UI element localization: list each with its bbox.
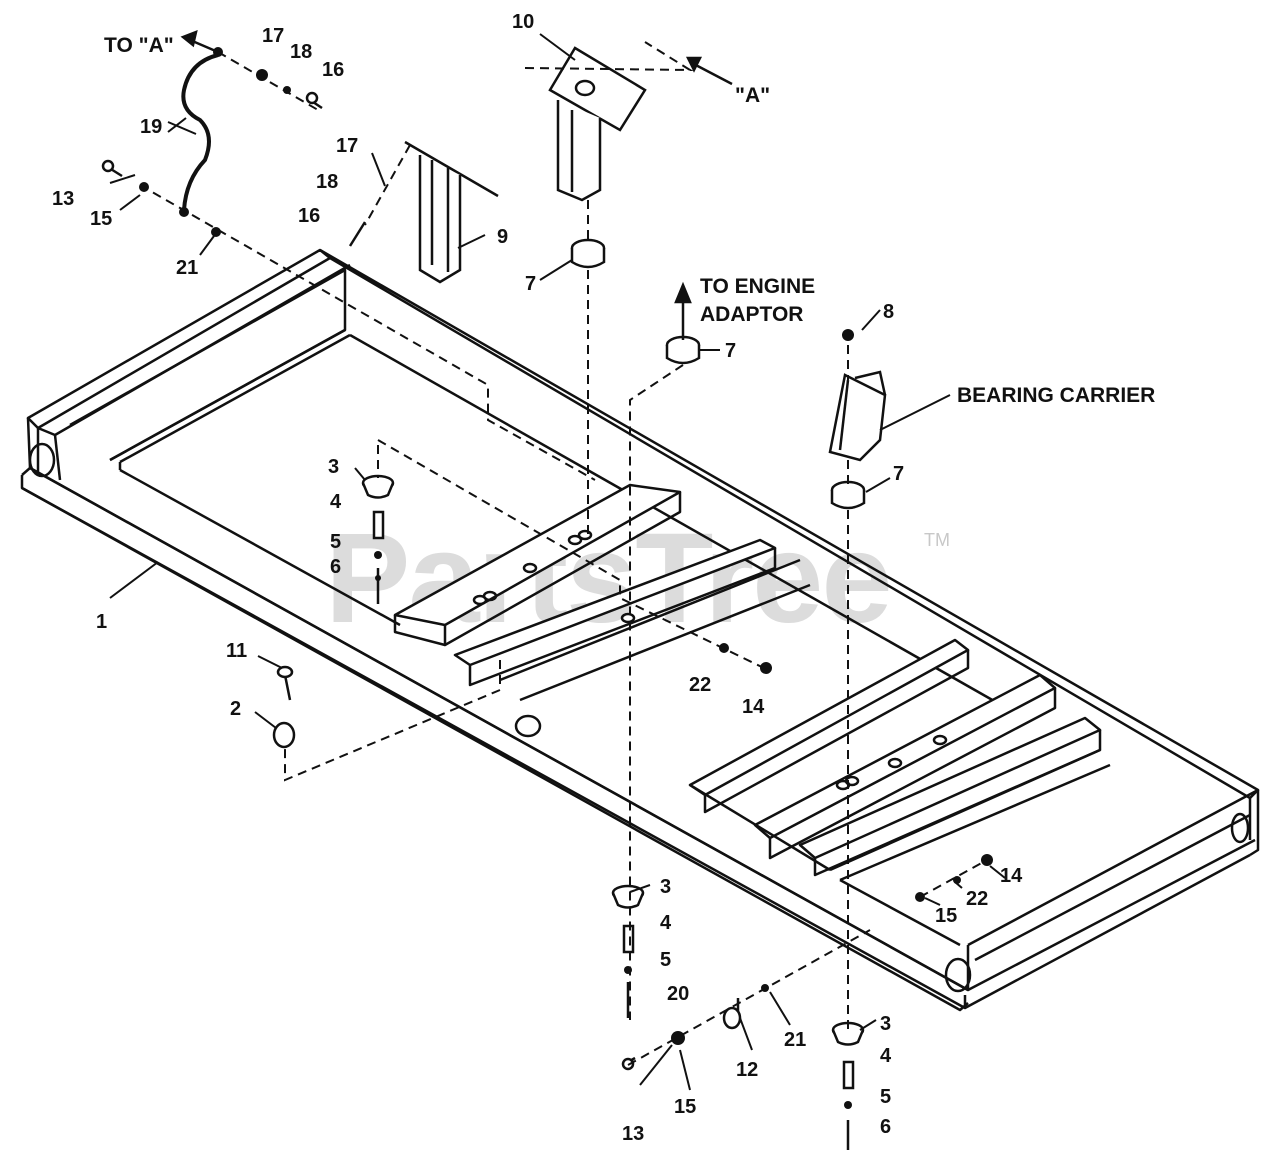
annotation-texts: TO "A" "A" TO ENGINE ADAPTOR BEARING CAR… bbox=[104, 34, 1155, 407]
to-a-label: TO "A" bbox=[104, 34, 174, 57]
callout-15: 15 bbox=[935, 905, 957, 927]
callout-16: 16 bbox=[298, 205, 320, 227]
callout-6: 6 bbox=[880, 1116, 891, 1138]
callout-18: 18 bbox=[290, 41, 312, 63]
callout-8: 8 bbox=[883, 301, 894, 323]
callout-22: 22 bbox=[966, 888, 988, 910]
callout-1: 1 bbox=[96, 611, 107, 633]
callout-15: 15 bbox=[90, 208, 112, 230]
callout-9: 9 bbox=[497, 226, 508, 248]
callout-22: 22 bbox=[689, 674, 711, 696]
callout-6: 6 bbox=[330, 556, 341, 578]
callout-15: 15 bbox=[674, 1096, 696, 1118]
callout-16: 16 bbox=[322, 59, 344, 81]
callout-5: 5 bbox=[880, 1086, 891, 1108]
callout-2: 2 bbox=[230, 698, 241, 720]
callout-12: 12 bbox=[736, 1059, 758, 1081]
leader-lines bbox=[109, 33, 1006, 1091]
callout-7: 7 bbox=[725, 340, 736, 362]
callout-13: 13 bbox=[52, 188, 74, 210]
callout-3: 3 bbox=[660, 876, 671, 898]
hardware-dots bbox=[139, 47, 993, 1109]
callout-13: 13 bbox=[622, 1123, 644, 1145]
callout-17: 17 bbox=[262, 25, 284, 47]
callout-21: 21 bbox=[176, 257, 198, 279]
callout-18: 18 bbox=[316, 171, 338, 193]
spacers-bolts bbox=[372, 510, 855, 1150]
callout-20: 20 bbox=[667, 983, 689, 1005]
callout-19: 19 bbox=[140, 116, 162, 138]
to-engine-label-line1: TO ENGINE bbox=[700, 275, 815, 298]
dashed-lines bbox=[139, 41, 988, 1066]
to-engine-label-line2: ADAPTOR bbox=[700, 303, 803, 326]
callout-3: 3 bbox=[328, 456, 339, 478]
bracket-9 bbox=[404, 140, 499, 284]
callout-14: 14 bbox=[1000, 865, 1023, 887]
callout-7: 7 bbox=[893, 463, 904, 485]
arrows bbox=[180, 29, 733, 340]
callout-7: 7 bbox=[525, 273, 536, 295]
mount-part-7 bbox=[570, 238, 866, 510]
bearing-carrier-label: BEARING CARRIER bbox=[957, 384, 1155, 407]
callout-17: 17 bbox=[336, 135, 358, 157]
mount-part-3 bbox=[361, 474, 865, 1046]
callout-5: 5 bbox=[660, 949, 671, 971]
callout-14: 14 bbox=[742, 696, 765, 718]
bearing-carrier bbox=[828, 370, 887, 462]
base-frame bbox=[20, 248, 1260, 1012]
cable-19 bbox=[181, 53, 219, 211]
callout-21: 21 bbox=[784, 1029, 806, 1051]
callout-4: 4 bbox=[330, 491, 342, 513]
callout-10: 10 bbox=[512, 11, 534, 33]
trademark-mark: TM bbox=[924, 530, 950, 550]
callout-5: 5 bbox=[330, 531, 341, 553]
callout-4: 4 bbox=[660, 912, 672, 934]
callout-3: 3 bbox=[880, 1013, 891, 1035]
callout-numbers: 1 2 3 3 3 4 4 4 5 5 5 6 6 7 7 7 8 9 10 1… bbox=[52, 11, 1023, 1145]
callout-4: 4 bbox=[880, 1045, 892, 1067]
bracket-10 bbox=[548, 46, 647, 202]
frame-holes bbox=[28, 442, 1250, 993]
a-marker-label: "A" bbox=[735, 84, 770, 107]
callout-11: 11 bbox=[226, 640, 247, 662]
